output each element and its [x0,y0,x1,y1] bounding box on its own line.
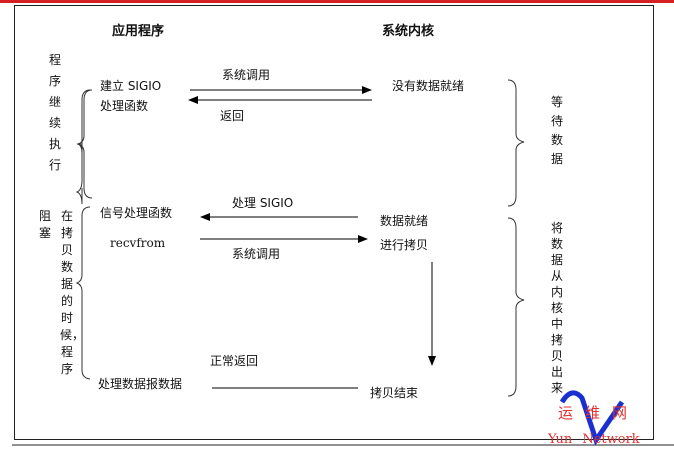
copy-label: 将数据从内核中拷贝出来 [550,221,563,395]
frame [14,5,654,440]
setup-sigio: 建立 SIGIO [100,79,162,93]
process-datagram: 处理数据报数据 [98,377,183,391]
watermark-logo [559,390,625,446]
block-label-a: 阻塞 [38,209,51,240]
sigio-label: 处理 SIGIO [232,196,294,210]
copy-brace [507,217,525,397]
setup-handler: 处理函数 [100,99,149,113]
block-label-b: 在拷贝数据的时候，程序 [60,209,85,376]
syscall1-label: 系统调用 [222,68,271,82]
watermark-cn: 运维网 [558,404,640,422]
wait-label: 等待数据 [550,95,563,166]
normal-return-label: 正常返回 [210,354,259,368]
watermark-en: Yun Network [548,432,640,447]
no-data-ready: 没有数据就绪 [392,79,465,93]
wait-brace [507,79,525,207]
copying: 进行拷贝 [380,238,429,252]
data-ready: 数据就绪 [380,214,429,228]
recvfrom: recvfrom [110,236,166,250]
kernel-header: 系统内核 [382,24,435,39]
copy-done: 拷贝结束 [370,386,419,400]
top-red-bar [0,0,674,3]
block-brace-visible [75,206,91,380]
continue-brace [76,89,93,199]
app-header: 应用程序 [112,24,165,39]
syscall2-label: 系统调用 [232,247,281,261]
continue-label: 程序继续执行 [48,53,61,172]
signal-handler: 信号处理函数 [100,206,173,220]
return1-label: 返回 [220,109,245,123]
